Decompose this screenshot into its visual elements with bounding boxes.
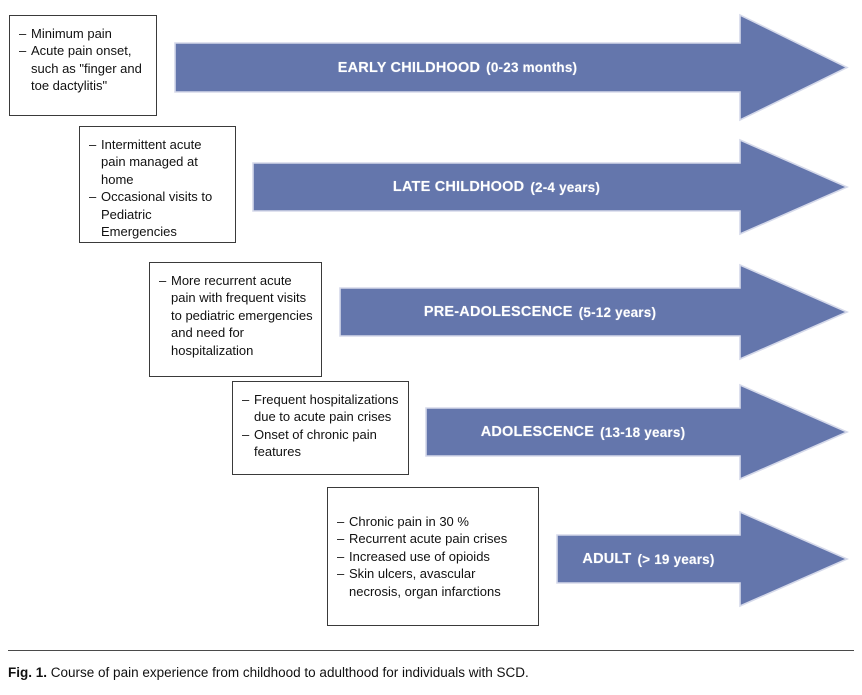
arrow-pre-adolescence: PRE-ADOLESCENCE (5-12 years) (339, 263, 849, 361)
callout-item: Increased use of opioids (337, 548, 530, 566)
figure-caption-text: Course of pain experience from childhood… (50, 665, 529, 680)
arrow-late-childhood: LATE CHILDHOOD (2-4 years) (252, 138, 849, 236)
callout-list: Frequent hospitalizations due to acute p… (242, 391, 400, 461)
callout-list: Minimum pain Acute pain onset, such as "… (19, 25, 148, 95)
arrow-adult: ADULT (> 19 years) (556, 510, 849, 608)
callout-adult: Chronic pain in 30 % Recurrent acute pai… (327, 487, 539, 626)
callout-list: Intermittent acute pain managed at home … (89, 136, 227, 240)
caption-divider (8, 650, 854, 651)
arrow-early-childhood: EARLY CHILDHOOD (0-23 months) (174, 13, 849, 122)
callout-item: Recurrent acute pain crises (337, 530, 530, 548)
callout-list: More recurrent acute pain with frequent … (159, 272, 313, 359)
callout-early-childhood: Minimum pain Acute pain onset, such as "… (9, 15, 157, 116)
callout-item: Acute pain onset, such as "finger and to… (19, 42, 148, 94)
callout-item: Onset of chronic pain features (242, 426, 400, 461)
arrow-adolescence: ADOLESCENCE (13-18 years) (425, 383, 849, 481)
callout-late-childhood: Intermittent acute pain managed at home … (79, 126, 236, 243)
callout-pre-adolescence: More recurrent acute pain with frequent … (149, 262, 322, 377)
callout-item: Minimum pain (19, 25, 148, 43)
callout-item: Chronic pain in 30 % (337, 513, 530, 531)
callout-adolescence: Frequent hospitalizations due to acute p… (232, 381, 409, 475)
figure-caption: Fig. 1. Course of pain experience from c… (8, 664, 854, 682)
callout-list: Chronic pain in 30 % Recurrent acute pai… (337, 513, 530, 600)
callout-item: Occasional visits to Pediatric Emergenci… (89, 188, 227, 240)
figure-number-label: Fig. 1. (8, 665, 48, 680)
callout-item: Skin ulcers, avascular necrosis, organ i… (337, 565, 530, 600)
callout-item: Frequent hospitalizations due to acute p… (242, 391, 400, 426)
callout-item: More recurrent acute pain with frequent … (159, 272, 313, 359)
callout-item: Intermittent acute pain managed at home (89, 136, 227, 188)
